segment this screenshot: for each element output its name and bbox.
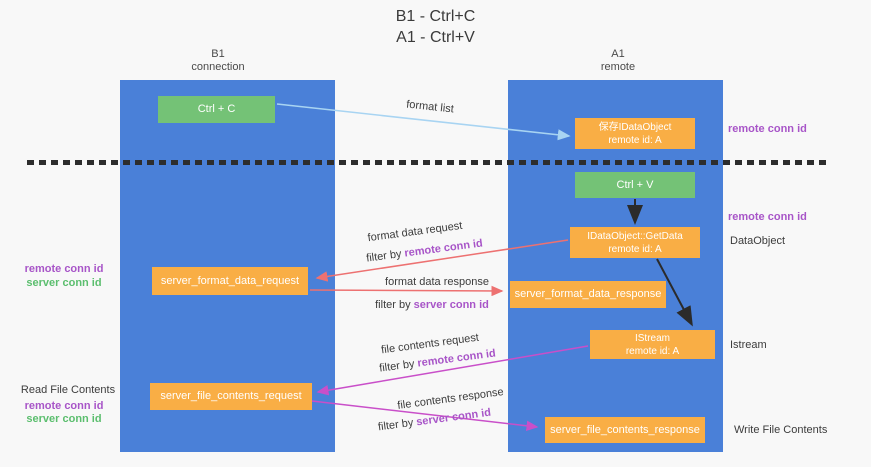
server-file-contents-response-node: server_file_contents_response [545, 417, 705, 443]
format-data-response-filter-label: filter by server conn id [357, 299, 507, 311]
getdata-node: IDataObject::GetData remote id: A [570, 227, 700, 258]
server-format-data-request-node: server_format_data_request [152, 267, 308, 295]
getdata-remote-id: remote id: A [608, 243, 662, 255]
save-dataobject-label: 保存IDataObject [598, 121, 672, 133]
istream-node: IStream remote id: A [590, 330, 715, 359]
filter-by-text: filter by [377, 416, 415, 434]
ctrl-c-label: Ctrl + C [197, 103, 236, 115]
remote-conn-id-text: remote conn id [416, 347, 497, 370]
right-column-title: A1 [611, 48, 625, 60]
remote-conn-id-text: remote conn id [403, 237, 484, 260]
title-line-1: B1 - Ctrl+C [395, 8, 476, 25]
right-column-header: A1 remote [560, 48, 676, 74]
server-conn-id-text: server conn id [415, 406, 492, 429]
phase-separator-dashed-line [27, 160, 830, 165]
right-remote-conn-id-mid: remote conn id [728, 211, 807, 223]
filter-by-text: filter by [375, 299, 411, 311]
filter-by-text: filter by [378, 358, 416, 375]
ctrl-c-node: Ctrl + C [158, 96, 275, 123]
format-data-response-arrow [309, 285, 504, 297]
istream-label: IStream [634, 332, 670, 344]
title-line-2: A1 - Ctrl+V [396, 29, 475, 46]
diagram-title: B1 - Ctrl+C A1 - Ctrl+V [0, 6, 871, 48]
server-file-contents-response-label: server_file_contents_response [550, 423, 700, 436]
istream-remote-id: remote id: A [625, 345, 680, 357]
getdata-label: IDataObject::GetData [587, 230, 683, 242]
right-dataobject-label: DataObject [730, 235, 786, 247]
left-column-subtitle: connection [191, 61, 245, 73]
right-column-subtitle: remote [600, 61, 636, 73]
left-remote-conn-id-1: remote conn id [24, 263, 104, 275]
server-file-contents-request-node: server_file_contents_request [150, 383, 312, 410]
save-dataobject-remote-id: remote id: A [608, 134, 662, 146]
right-istream-label: Istream [730, 339, 767, 351]
server-format-data-response-node: server_format_data_response [510, 281, 666, 308]
server-format-data-request-label: server_format_data_request [160, 274, 300, 287]
left-server-conn-id-1: server conn id [26, 277, 102, 289]
right-write-file-contents-label: Write File Contents [734, 424, 828, 436]
format-data-response-edge-label: format data response [385, 276, 489, 288]
left-server-conn-id-2: server conn id [26, 413, 102, 425]
filter-by-text: filter by [365, 248, 403, 265]
file-contents-response-filter-label: filter by server conn id [352, 403, 517, 436]
left-remote-conn-id-2: remote conn id [24, 400, 104, 412]
server-format-data-response-label: server_format_data_response [514, 288, 662, 300]
server-file-contents-request-label: server_file_contents_request [160, 390, 302, 402]
format-list-edge-label: format list [405, 98, 455, 116]
server-conn-id-text: server conn id [413, 299, 489, 311]
left-column-title: B1 [211, 48, 225, 60]
left-column-header: B1 connection [160, 48, 276, 74]
ctrl-v-node: Ctrl + V [575, 172, 695, 198]
save-dataobject-node: 保存IDataObject remote id: A [575, 118, 695, 149]
ctrl-v-label: Ctrl + V [616, 178, 654, 191]
right-remote-conn-id-top: remote conn id [728, 123, 807, 135]
left-read-file-contents-label: Read File Contents [20, 384, 116, 396]
